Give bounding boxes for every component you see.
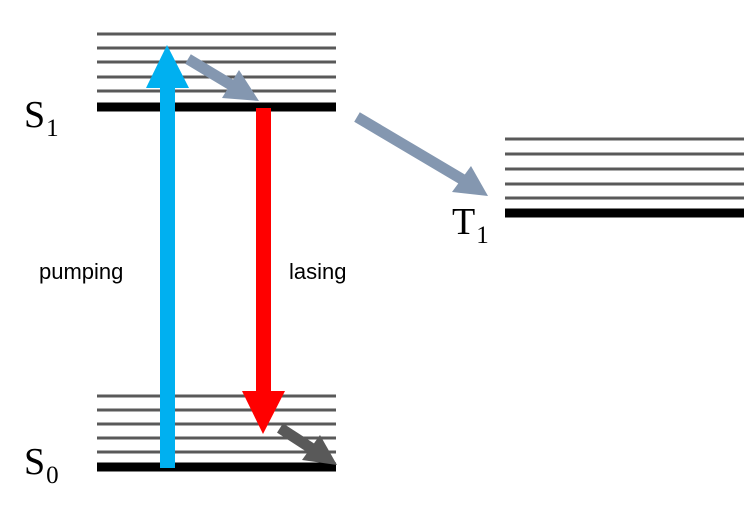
s1-state-label: S1 [24, 94, 59, 142]
pumping-arrow [146, 45, 189, 468]
s1-letter: S [24, 94, 45, 136]
pumping-label: pumping [39, 259, 123, 284]
s0-subscript: 0 [46, 462, 59, 489]
lasing-arrow [242, 108, 285, 434]
t1-letter: T [452, 201, 475, 243]
t1-subscript: 1 [476, 222, 489, 249]
s1-subscript: 1 [46, 115, 59, 142]
s0-letter: S [24, 441, 45, 483]
s0-relaxation-arrow [277, 423, 337, 465]
intersystem-crossing-arrow [354, 112, 488, 196]
t1-state-label: T1 [452, 201, 489, 249]
s1-relaxation-arrow [185, 54, 259, 101]
t1-level-stack [505, 137, 744, 218]
s0-level-stack [97, 394, 336, 472]
lasing-label: lasing [289, 259, 346, 284]
s0-state-label: S0 [24, 441, 59, 489]
s1-level-stack [97, 32, 336, 112]
